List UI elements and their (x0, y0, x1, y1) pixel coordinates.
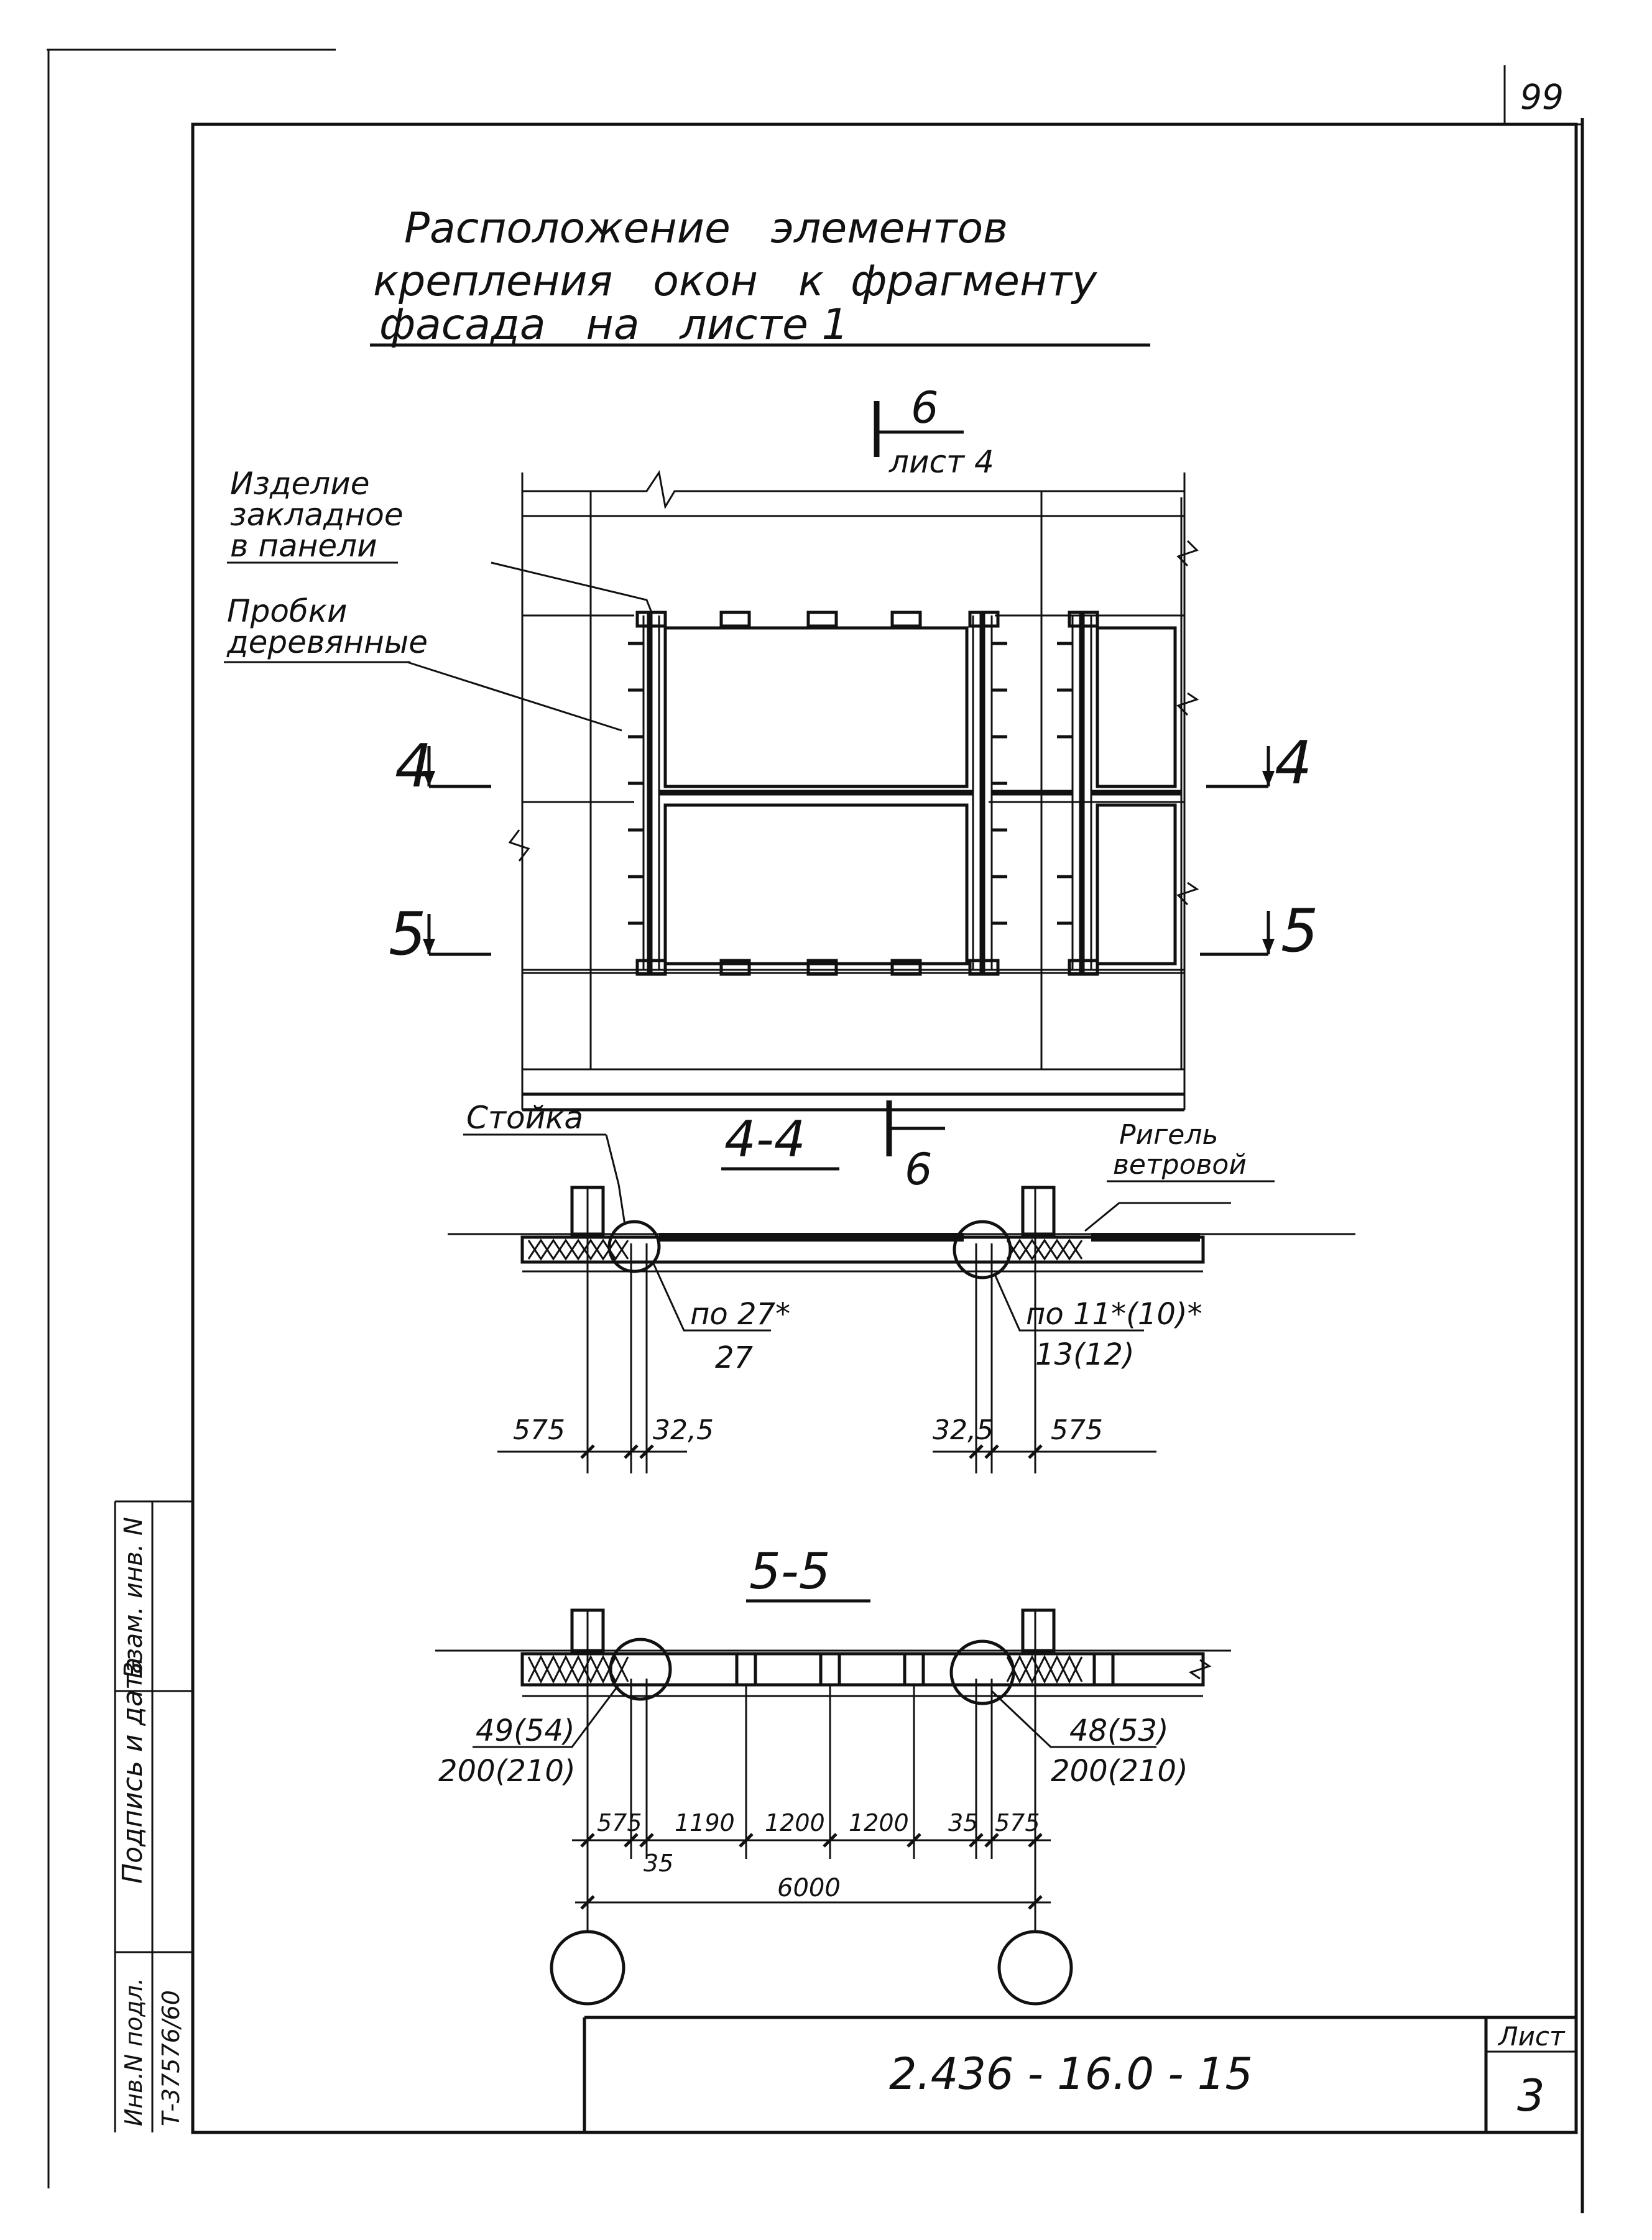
dim-4-4-575-left: 575 (513, 1414, 565, 1446)
label-plugs-line-2: деревянные (226, 624, 428, 660)
side-stamp (114, 1500, 194, 2132)
dim-5-5-35-left: 35 (644, 1850, 673, 1877)
dim-5-5-35-right: 35 (948, 1809, 978, 1837)
callout-5-5-right-top: 48(53) (1069, 1713, 1169, 1748)
document-code: 2.436 - 16.0 - 15 (889, 2049, 1253, 2099)
dim-5-5-1200-b: 1200 (849, 1809, 909, 1837)
section-5-5 (435, 1608, 1231, 2006)
sheet-number: 3 (1517, 2070, 1545, 2121)
stamp-inv-value: Т-37576/60 (157, 1990, 185, 2126)
cut-6-number: 6 (911, 382, 939, 433)
section-4-4-cut-6: 6 (905, 1144, 933, 1195)
callout-4-4-left-top: по 27* (690, 1297, 790, 1332)
title-block (583, 2016, 1576, 2132)
callout-5-5-right-bottom: 200(210) (1051, 1754, 1188, 1789)
stamp-signature-label: Подпись и дата (117, 1657, 149, 1884)
section-mark-5-right: 5 (1281, 897, 1318, 966)
title-line-1: Расположение элементов (404, 204, 1008, 253)
wooden-plugs (628, 642, 1073, 925)
dim-5-5-575-right: 575 (995, 1809, 1040, 1837)
label-embedded-line-2: закладное (230, 497, 404, 533)
label-plugs-line-1: Пробки (227, 593, 347, 629)
label-rail-line-1: Ригель (1119, 1119, 1218, 1151)
page-number: 99 (1520, 77, 1564, 117)
title-line-3: фасада на листе 1 (379, 300, 849, 349)
dim-4-4-325-left: 32,5 (653, 1414, 714, 1446)
drawing-title: Расположение элементов крепления окон к … (370, 204, 1150, 349)
callout-5-5-left-bottom: 200(210) (438, 1754, 576, 1789)
callout-4-4-right-bottom: 13(12) (1035, 1337, 1135, 1372)
dim-5-5-1200-a: 1200 (765, 1809, 825, 1837)
dim-4-4-575-right: 575 (1051, 1414, 1103, 1446)
cut-mark-6-top (874, 401, 964, 457)
section-mark-5-left: 5 (389, 900, 426, 969)
label-rail-line-2: ветровой (1113, 1149, 1247, 1181)
cut-6-sheet-ref: лист 4 (888, 444, 994, 480)
embedded-items-top (635, 611, 1099, 628)
callout-4-4-left-bottom: 27 (715, 1340, 754, 1375)
label-embedded-line-1: Изделие (230, 466, 370, 502)
section-4-4 (448, 1100, 1355, 1473)
dim-5-5-1190: 1190 (675, 1809, 735, 1837)
callout-4-4-right-top: по 11*(10)* (1026, 1297, 1202, 1332)
section-mark-4-left: 4 (395, 732, 432, 801)
dim-5-5-overall: 6000 (777, 1874, 841, 1902)
section-mark-4-right: 4 (1275, 729, 1312, 798)
callout-5-5-left-top: 49(54) (476, 1713, 575, 1748)
stamp-inv-label: Инв.N подл. (120, 1978, 147, 2126)
embedded-items-bottom (635, 959, 1099, 976)
label-post: Стойка (466, 1100, 583, 1136)
title-line-2: крепления окон к фрагменту (373, 257, 1097, 306)
sheet-frame (47, 48, 1584, 2213)
section-4-4-title: 4-4 (724, 1110, 806, 1168)
label-embedded-line-3: в панели (230, 528, 377, 564)
stamp-replaced-label: Взам. инв. N (119, 1517, 148, 1679)
section-arrows (423, 746, 1275, 956)
section-5-5-title: 5-5 (749, 1542, 831, 1600)
dim-5-5-575-left: 575 (597, 1809, 642, 1837)
dim-4-4-325-right: 32,5 (933, 1414, 994, 1446)
sheet-label: Лист (1497, 2021, 1566, 2052)
facade-elevation (407, 470, 1199, 1112)
